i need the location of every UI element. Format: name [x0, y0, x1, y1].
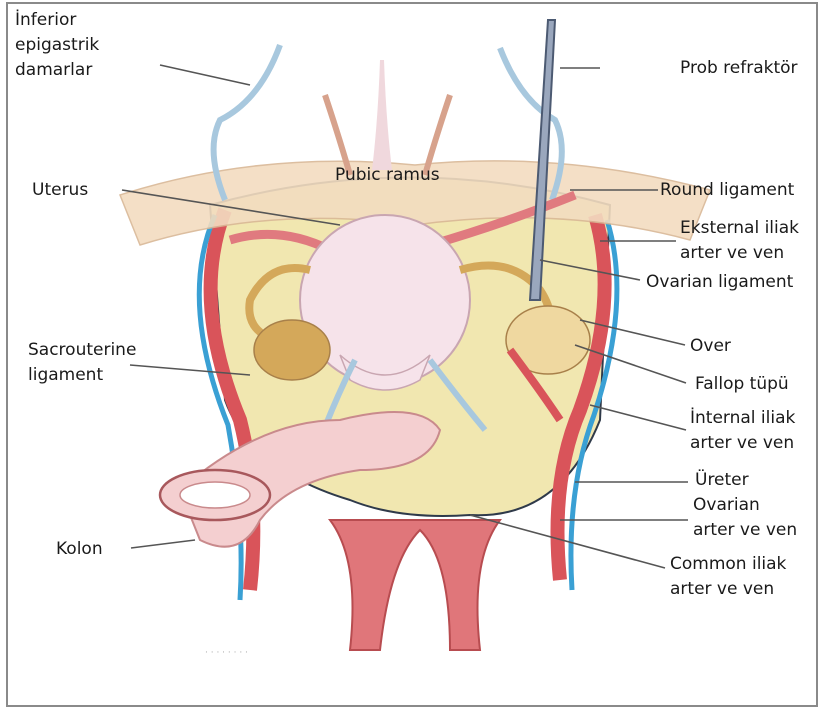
- label-line: arter ve ven: [680, 241, 799, 266]
- label-line: İnferior: [15, 8, 99, 33]
- label-inferior-epigastrik: İnferior epigastrik damarlar: [15, 8, 99, 83]
- label-line: Ovarian: [693, 493, 797, 518]
- label-common-iliak: Common iliak arter ve ven: [670, 552, 786, 602]
- label-ovarian-ligament: Ovarian ligament: [646, 270, 793, 295]
- label-uterus: Uterus: [32, 178, 88, 203]
- label-fallop: Fallop tüpü: [695, 372, 789, 397]
- label-sacrouterine: Sacrouterine ligament: [28, 338, 136, 388]
- label-line: epigastrik: [15, 33, 99, 58]
- label-kolon: Kolon: [56, 537, 103, 562]
- label-line: damarlar: [15, 58, 99, 83]
- label-over: Over: [690, 334, 731, 359]
- ovary-left: [254, 320, 330, 380]
- label-line: ligament: [28, 363, 136, 388]
- common-iliac-trunk: [330, 520, 500, 650]
- label-line: İnternal iliak: [690, 406, 795, 431]
- median-stalk: [372, 60, 392, 170]
- leader-epigastric: [160, 65, 250, 85]
- label-line: arter ve ven: [670, 577, 786, 602]
- label-pubic-ramus: Pubic ramus: [335, 163, 440, 188]
- label-line: Sacrouterine: [28, 338, 136, 363]
- label-ovarian-arter: Ovarian arter ve ven: [693, 493, 797, 543]
- label-eksternal-iliak: Eksternal iliak arter ve ven: [680, 216, 799, 266]
- label-round-ligament: Round ligament: [660, 178, 794, 203]
- label-line: Common iliak: [670, 552, 786, 577]
- leader-common: [470, 515, 665, 568]
- label-line: arter ve ven: [690, 431, 795, 456]
- label-prob-refraktor: Prob refraktör: [680, 56, 798, 81]
- colon-lumen: [180, 482, 250, 508]
- label-line: arter ve ven: [693, 518, 797, 543]
- leader-kolon: [131, 540, 195, 548]
- label-ureter: Üreter: [695, 468, 749, 493]
- label-line: Eksternal iliak: [680, 216, 799, 241]
- faint-caption-residue: · · · · · · · ·: [205, 648, 248, 658]
- label-internal-iliak: İnternal iliak arter ve ven: [690, 406, 795, 456]
- leader-internal: [590, 405, 686, 430]
